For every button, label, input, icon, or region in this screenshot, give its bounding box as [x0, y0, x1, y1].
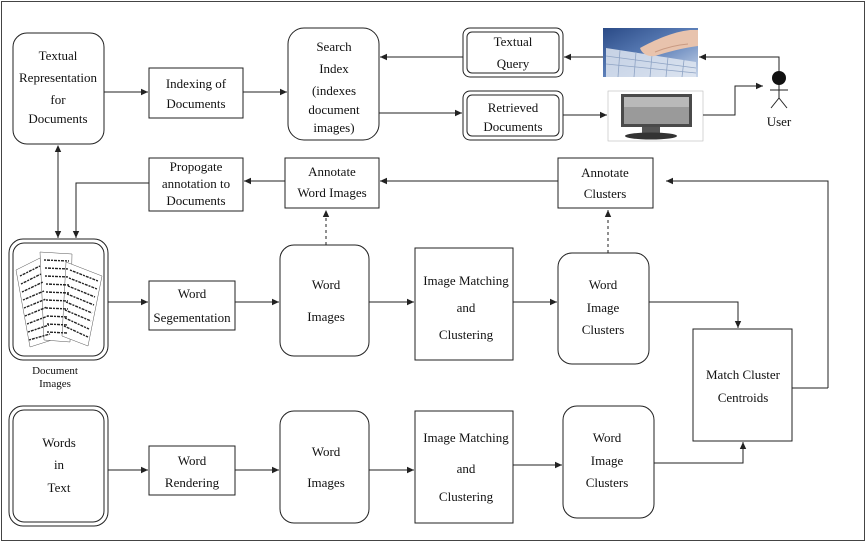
computer-monitor-icon: [607, 90, 704, 142]
node-label-line: Image: [587, 300, 620, 315]
node-label-line: Words: [42, 435, 76, 450]
node-annotate-word-images: Annotate Word Images: [284, 157, 380, 209]
node-label-line: in: [54, 457, 65, 472]
node-label-line: Documents: [166, 193, 225, 208]
node-label-line: Images: [307, 475, 345, 490]
node-label-line: Propogate: [170, 159, 223, 174]
node-label-line: annotation to: [162, 176, 230, 191]
node-label-line: Indexing of: [166, 76, 227, 91]
scanned-document-pages-icon: [15, 251, 103, 348]
node-label-line: Segementation: [153, 310, 231, 325]
node-label-line: Documents: [483, 119, 542, 134]
node-document-images: [8, 238, 109, 361]
node-label-line: Word: [312, 444, 341, 459]
node-label-line: images): [313, 120, 354, 135]
node-label-line: Image: [591, 453, 624, 468]
node-label-line: Annotate: [581, 165, 629, 180]
node-label-line: Image Matching: [423, 430, 509, 445]
node-label-line: Clustering: [439, 327, 494, 342]
node-label-line: Word: [312, 277, 341, 292]
node-label-line: for: [50, 92, 66, 107]
node-label-line: Clusters: [582, 322, 625, 337]
node-word-image-clusters-docs: Word Image Clusters: [557, 252, 650, 365]
node-label-line: Word: [178, 286, 207, 301]
node-label-line: Word: [589, 277, 618, 292]
node-words-in-text: Words in Text: [8, 405, 109, 527]
node-textual-query: Textual Query: [462, 27, 564, 78]
node-label-line: Match Cluster: [706, 367, 781, 382]
node-propagate-annotation: Propogate annotation to Documents: [148, 157, 244, 212]
node-label-line: Text: [48, 480, 71, 495]
node-label-line: Retrieved: [488, 100, 539, 115]
node-word-image-clusters-text: Word Image Clusters: [562, 405, 655, 519]
node-label-line: document: [308, 102, 360, 117]
node-indexing-of-documents: Indexing of Documents: [148, 67, 244, 119]
node-label-line: Textual: [494, 34, 533, 49]
node-label-line: (indexes: [312, 83, 356, 98]
stick-figure-user-icon: [770, 71, 788, 109]
node-label-line: Image Matching: [423, 273, 509, 288]
node-label-line: Representation: [19, 70, 97, 85]
node-textual-representation: Textual Representation for Documents: [12, 32, 105, 145]
node-match-cluster-centroids: Match Cluster Centroids: [692, 328, 793, 442]
node-word-images-text: Word Images: [279, 410, 370, 524]
connectors: [54, 53, 829, 474]
node-label-line: Index: [319, 61, 349, 76]
node-label-line: Query: [497, 56, 530, 71]
node-label-line: Images: [307, 309, 345, 324]
user-label: User: [767, 114, 792, 129]
node-label-line: Search: [316, 39, 352, 54]
document-images-label: Document: [32, 365, 78, 377]
node-label-line: Clusters: [584, 186, 627, 201]
node-word-segmentation: Word Segementation: [148, 280, 236, 331]
node-image-matching-docs: Image Matching and Clustering: [414, 247, 514, 361]
node-label-line: Documents: [166, 96, 225, 111]
node-label-line: Textual: [39, 48, 78, 63]
node-label-line: Word: [593, 430, 622, 445]
node-label-line: Annotate: [308, 164, 356, 179]
node-label-line: Rendering: [165, 475, 220, 490]
node-label-line: and: [457, 300, 476, 315]
document-images-label: Images: [39, 378, 71, 390]
node-label-line: Centroids: [718, 390, 769, 405]
node-label-line: Clustering: [439, 489, 494, 504]
node-image-matching-text: Image Matching and Clustering: [414, 410, 514, 524]
node-label-line: and: [457, 461, 476, 476]
node-word-images-docs: Word Images: [279, 244, 370, 357]
node-annotate-clusters: Annotate Clusters: [557, 157, 654, 209]
node-word-rendering: Word Rendering: [148, 445, 236, 496]
keyboard-hand-icon: [603, 28, 698, 78]
node-label-line: Clusters: [586, 475, 629, 490]
node-retrieved-documents: Retrieved Documents: [462, 90, 564, 141]
node-label-line: Word: [178, 453, 207, 468]
node-search-index: Search Index (indexes document images): [287, 27, 380, 141]
node-label-line: Word Images: [297, 185, 366, 200]
node-label-line: Documents: [28, 111, 87, 126]
